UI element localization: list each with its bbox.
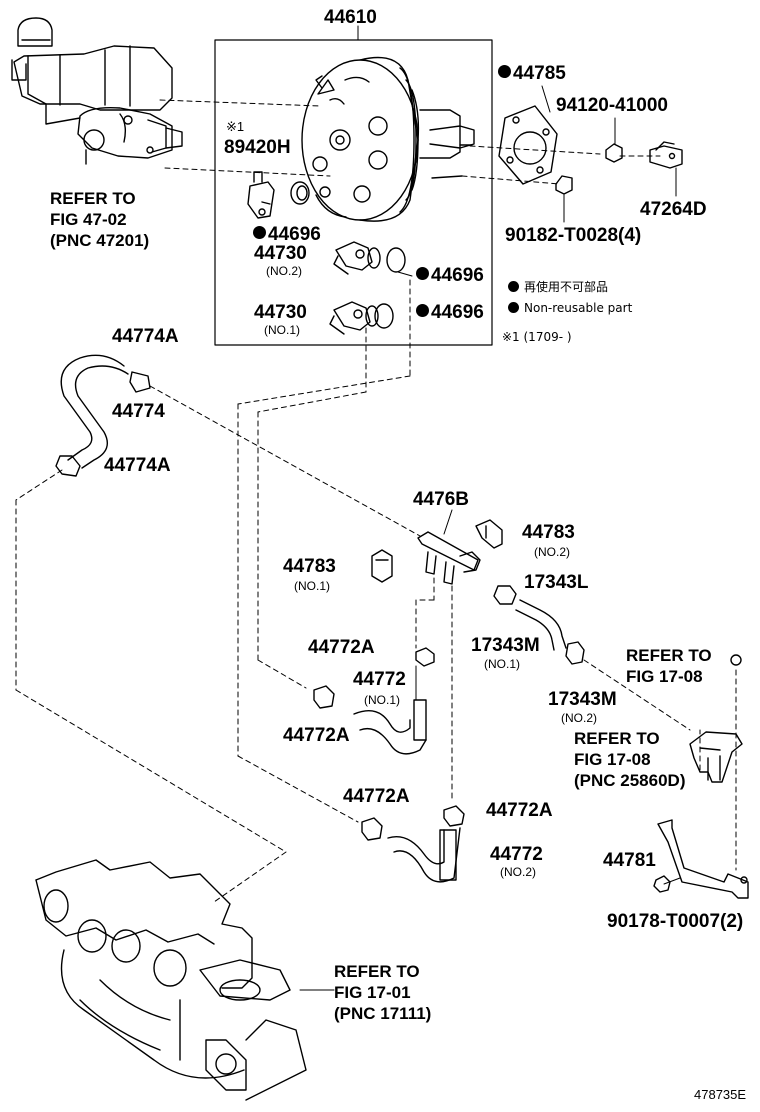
- ref-vsv[interactable]: REFER TO FIG 17-08 (PNC 25860D): [574, 728, 686, 791]
- master-cylinder-drawing: [11, 17, 183, 165]
- non-reusable-dot-icon: [253, 226, 266, 240]
- label-hose-clip-top[interactable]: 44774A: [112, 326, 179, 347]
- label-bracket-47264d[interactable]: 47264D: [640, 199, 707, 220]
- check-valve-1-drawing: [329, 301, 394, 335]
- non-reusable-dot-icon: [416, 267, 429, 281]
- bracket-44781-drawing: [653, 819, 749, 899]
- label-clamp-1-sub: (NO.1): [294, 579, 330, 593]
- label-hose-44772-1-sub: (NO.1): [364, 693, 400, 707]
- grommet-top-drawing: [290, 181, 310, 205]
- ref-line: REFER TO: [574, 729, 660, 748]
- check-valve-2-drawing: [333, 241, 413, 277]
- legend-note: ※1 (1709- ): [502, 330, 572, 344]
- label-grommet-a[interactable]: 44696: [253, 225, 321, 244]
- ref-line: FIG 17-08: [574, 750, 651, 769]
- label-check-valve-1[interactable]: 44730: [254, 302, 307, 323]
- non-reusable-dot-icon: [508, 281, 519, 292]
- ref-line: (PNC 47201): [50, 231, 150, 250]
- label-clamp-2[interactable]: 44783: [522, 522, 575, 543]
- label-nut[interactable]: 94120-41000: [556, 95, 668, 116]
- label-hose-17343l[interactable]: 17343L: [524, 572, 589, 593]
- tee-drawing: [417, 509, 481, 585]
- label-sensor-note: ※1: [226, 119, 245, 134]
- non-reusable-dot-icon: [498, 65, 511, 79]
- label-nut-90178[interactable]: 90178-T0007(2): [607, 911, 744, 932]
- diagram-id: 478735E: [694, 1087, 747, 1102]
- ref-line: REFER TO: [50, 189, 136, 208]
- non-reusable-dot-icon: [416, 304, 429, 318]
- ref-line: REFER TO: [334, 962, 420, 981]
- label-clip-17343m-2[interactable]: 17343M: [548, 689, 617, 710]
- label-clip-44772a-4[interactable]: 44772A: [486, 800, 553, 821]
- label-hose-44772-2-sub: (NO.2): [500, 865, 536, 879]
- booster-frame: [214, 39, 493, 346]
- label-clip-44772a-2[interactable]: 44772A: [283, 725, 350, 746]
- ref-line: FIG 17-01: [334, 983, 411, 1002]
- label-hose-44772-2[interactable]: 44772: [490, 844, 543, 865]
- label-clamp-2-sub: (NO.2): [534, 545, 570, 559]
- bolt-90182-drawing: [555, 175, 573, 223]
- nut-94120-drawing: [605, 117, 623, 163]
- label-clip-17343m-1-sub: (NO.1): [484, 657, 520, 671]
- ref-master-cylinder[interactable]: REFER TO FIG 47-02 (PNC 47201): [50, 188, 149, 251]
- brake-booster-drawing: [301, 56, 475, 222]
- ref-intake-manifold[interactable]: REFER TO FIG 17-01 (PNC 17111): [334, 961, 431, 1024]
- label-clip-44772a-1[interactable]: 44772A: [308, 637, 375, 658]
- hose-17343l-drawing: [493, 585, 585, 665]
- label-hose-clip-bottom[interactable]: 44774A: [104, 455, 171, 476]
- label-clamp-1[interactable]: 44783: [283, 556, 336, 577]
- ref-bolt[interactable]: REFER TO FIG 17-08: [626, 645, 712, 687]
- label-clip-44772a-3[interactable]: 44772A: [343, 786, 410, 807]
- label-check-valve-1-sub: (NO.1): [264, 323, 300, 337]
- legend-jp: 再使用不可部品: [508, 280, 608, 294]
- clamp-1-drawing: [371, 549, 393, 583]
- intake-manifold-drawing: [35, 859, 335, 1101]
- hose-44774-drawing: [55, 354, 151, 477]
- bracket-47264d-drawing: [649, 141, 683, 197]
- label-grommet-b[interactable]: 44696: [416, 266, 484, 285]
- sensor-drawing: [247, 171, 275, 219]
- gasket-drawing: [498, 85, 558, 185]
- label-grommet-c[interactable]: 44696: [416, 303, 484, 322]
- ref-line: REFER TO: [626, 646, 712, 665]
- label-booster[interactable]: 44610: [324, 7, 377, 28]
- ref-line: FIG 17-08: [626, 667, 703, 686]
- label-hose-44772-1[interactable]: 44772: [353, 669, 406, 690]
- label-check-valve-2[interactable]: 44730: [254, 243, 307, 264]
- ref-line: FIG 47-02: [50, 210, 127, 229]
- non-reusable-dot-icon: [508, 302, 519, 313]
- label-check-valve-2-sub: (NO.2): [266, 264, 302, 278]
- ref-line: (PNC 25860D): [574, 771, 686, 790]
- clamp-2-drawing: [475, 519, 503, 549]
- label-hose-main[interactable]: 44774: [112, 401, 165, 422]
- label-clip-17343m-1[interactable]: 17343M: [471, 635, 540, 656]
- label-clip-17343m-2-sub: (NO.2): [561, 711, 597, 725]
- label-sensor[interactable]: 89420H: [224, 137, 291, 158]
- hose-44772-2-drawing: [361, 805, 465, 883]
- label-bolt[interactable]: 90182-T0028(4): [505, 225, 642, 246]
- ref-line: (PNC 17111): [334, 1004, 432, 1023]
- label-bracket-44781[interactable]: 44781: [603, 850, 656, 871]
- hose-44772-1-drawing: [313, 647, 435, 755]
- label-gasket[interactable]: 44785: [498, 64, 566, 83]
- legend-en: Non-reusable part: [508, 301, 632, 315]
- vsv-drawing: [689, 654, 743, 783]
- label-tee[interactable]: 4476B: [413, 489, 469, 510]
